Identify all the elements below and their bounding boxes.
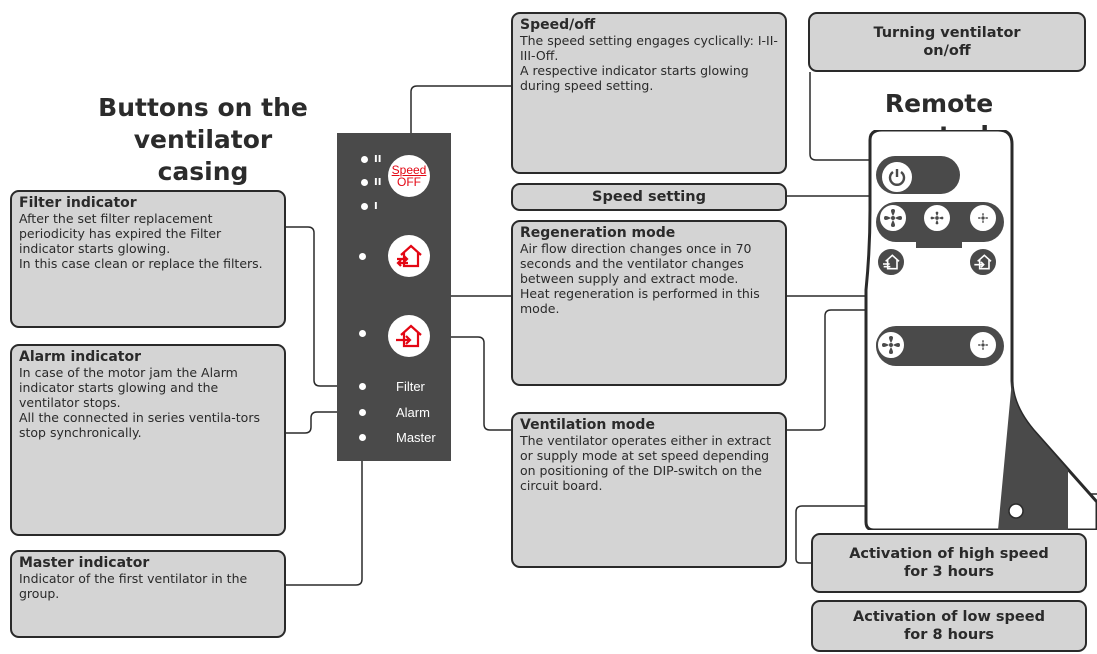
- high-speed-label: Activation of high speed for 3 hours: [811, 533, 1087, 593]
- casing-heading: Buttons on the ventilator casing: [98, 93, 308, 186]
- fan-low-icon: [978, 340, 988, 350]
- speed-1-button[interactable]: [968, 203, 998, 233]
- house-regeneration-icon: [396, 244, 422, 268]
- fan-high-icon: [884, 209, 902, 227]
- callout-body: The ventilator operates either in extrac…: [520, 433, 772, 493]
- filter-indicator-label: Filter: [396, 379, 425, 394]
- casing-panel: II II I Speed OFF Filter Alarm: [337, 133, 451, 461]
- speed-led-1: [361, 203, 368, 210]
- high-speed-3h-button[interactable]: [876, 330, 906, 360]
- speed-led-3: [361, 156, 368, 163]
- ventilation-callout: Ventilation mode The ventilator operates…: [511, 412, 787, 568]
- speed-level-label: I: [374, 201, 378, 212]
- remote-ventilation-button[interactable]: [968, 247, 998, 277]
- fan-medium-icon: [930, 211, 944, 225]
- house-ventilation-icon: [974, 254, 992, 270]
- filter-callout: Filter indicator After the set filter re…: [10, 190, 286, 328]
- off-button-label: OFF: [397, 175, 421, 189]
- house-regeneration-icon: [883, 254, 900, 270]
- callout-title: Filter indicator: [19, 195, 137, 211]
- speed-off-button[interactable]: Speed OFF: [388, 155, 430, 197]
- power-icon: [888, 169, 906, 186]
- low-speed-label: Activation of low speed for 8 hours: [811, 600, 1087, 652]
- callout-body: Air flow direction changes once in 70 se…: [520, 241, 760, 316]
- alarm-callout: Alarm indicator In case of the motor jam…: [10, 344, 286, 536]
- speed-3-button[interactable]: [878, 203, 908, 233]
- callout-title: Alarm indicator: [19, 349, 141, 365]
- callout-body: In case of the motor jam the Alarm indic…: [19, 365, 260, 440]
- low-speed-8h-button[interactable]: [968, 330, 998, 360]
- house-ventilation-icon: [396, 324, 422, 348]
- callout-body: The speed setting engages cyclically: I-…: [520, 33, 778, 93]
- callout-body: Indicator of the first ventilator in the…: [19, 571, 248, 601]
- speed-level-label: II: [374, 177, 382, 188]
- alarm-indicator-label: Alarm: [396, 405, 430, 420]
- regeneration-led: [359, 253, 366, 260]
- regeneration-callout: Regeneration mode Air flow direction cha…: [511, 220, 787, 386]
- fan-high-icon: [882, 336, 900, 354]
- power-button[interactable]: [880, 160, 914, 194]
- callout-title: Ventilation mode: [520, 417, 655, 433]
- callout-title: Speed/off: [520, 17, 596, 33]
- speed-led-2: [361, 179, 368, 186]
- turning-on-off-label: Turning ventilator on/off: [808, 12, 1086, 72]
- master-indicator-label: Master: [396, 430, 436, 445]
- regeneration-mode-button[interactable]: [388, 235, 430, 277]
- remote-regeneration-button[interactable]: [876, 247, 906, 277]
- callout-title: Regeneration mode: [520, 225, 676, 241]
- master-led: [359, 434, 366, 441]
- master-callout: Master indicator Indicator of the first …: [10, 550, 286, 638]
- filter-led: [359, 383, 366, 390]
- callout-title: Master indicator: [19, 555, 150, 571]
- speed-level-label: II: [374, 154, 382, 165]
- ventilation-mode-button[interactable]: [388, 315, 430, 357]
- callout-body: After the set filter replacement periodi…: [19, 211, 263, 271]
- fan-low-icon: [978, 213, 988, 223]
- speed-off-callout: Speed/off The speed setting engages cycl…: [511, 12, 787, 174]
- ventilation-led: [359, 330, 366, 337]
- alarm-led: [359, 409, 366, 416]
- speed-button-label: Speed: [391, 163, 427, 177]
- speed-setting-label: Speed setting: [511, 183, 787, 211]
- speed-2-button[interactable]: [922, 203, 952, 233]
